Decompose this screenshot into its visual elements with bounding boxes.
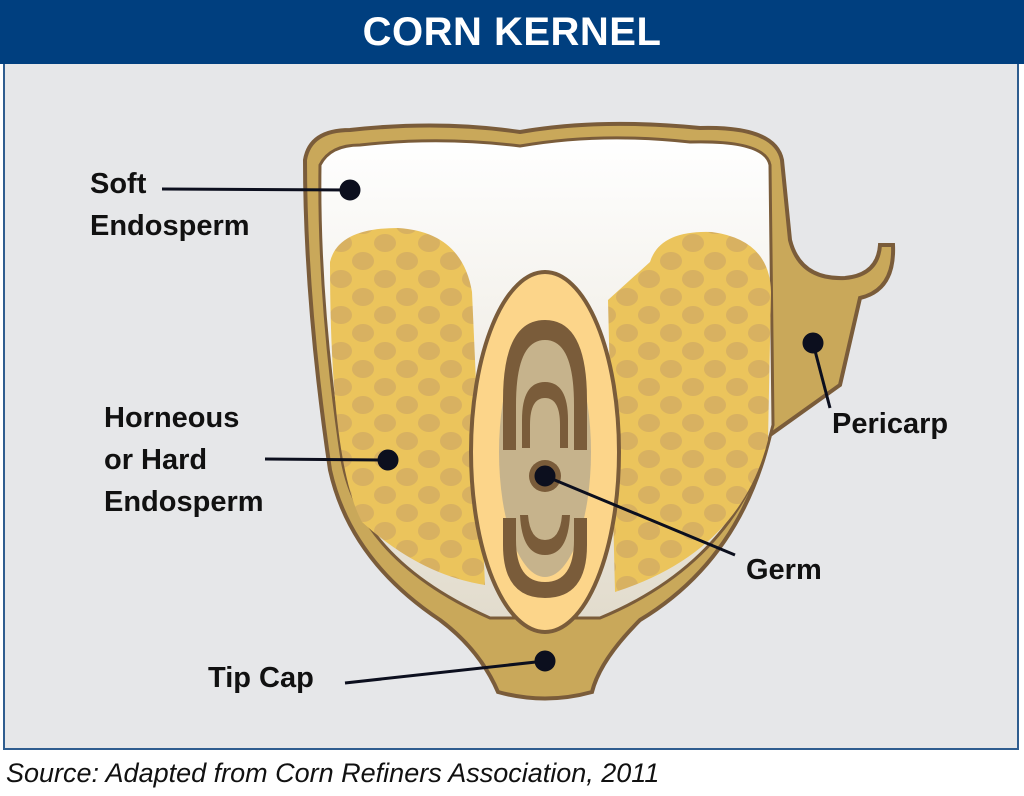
germ-inner [499,327,591,577]
label-line: Soft [90,168,147,200]
label-line: Endosperm [104,486,264,518]
label-line: or Hard [104,444,208,476]
label-tip-cap: Tip Cap [208,662,314,694]
title-bar: CORN KERNEL [0,0,1024,64]
hard-endosperm-right [608,231,771,592]
label-soft-endosperm: Soft Endosperm [90,163,250,247]
germ-arc-outer-bottom [503,518,587,598]
germ-arc-inner-top [522,382,568,448]
label-line: Horneous [104,402,240,434]
source-caption: Source: Adapted from Corn Refiners Assoc… [6,758,660,788]
title: CORN KERNEL [362,9,662,54]
label-germ: Germ [746,554,822,586]
label-line: Endosperm [90,210,250,242]
hard-endosperm-left [330,228,485,585]
germ-arc-inner-bottom [520,515,570,555]
germ-arc-outer-top [503,320,587,450]
label-pericarp: Pericarp [832,408,949,440]
label-hard-endosperm: Horneous or Hard Endosperm [104,397,264,523]
